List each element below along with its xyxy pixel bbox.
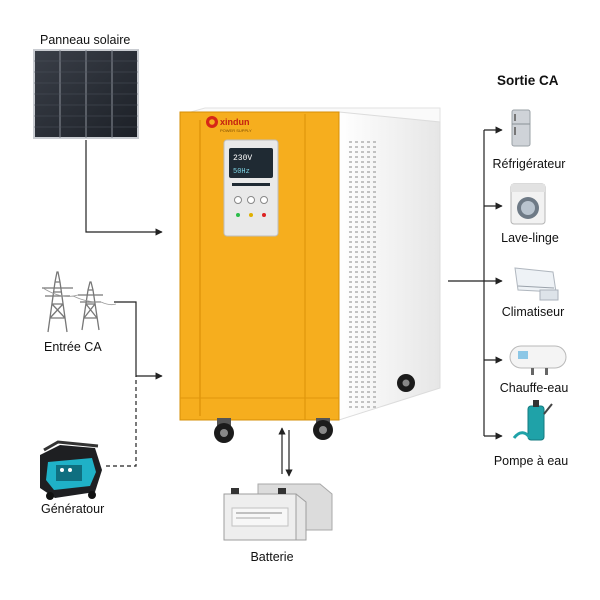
- water-heater-icon: [509, 345, 567, 375]
- grid-input-label: Entrée CA: [44, 340, 102, 354]
- inverter-cabinet: 230V 50Hz xindun POWER SUPPLY: [179, 107, 441, 443]
- caster-wheels: [214, 374, 415, 443]
- air-conditioner-icon: [514, 267, 559, 301]
- generator-label: Génératour: [41, 502, 105, 516]
- display-line2: 50Hz: [233, 168, 250, 176]
- display-line1: 230V: [233, 154, 252, 163]
- transmission-tower-icon: [42, 271, 117, 333]
- device-label-water-pump: Pompe à eau: [493, 454, 569, 468]
- solar-panel-label: Panneau solaire: [40, 33, 131, 47]
- battery-label: Batterie: [250, 550, 294, 564]
- water-pump-icon: [512, 400, 553, 441]
- device-label-water-heater: Chauffe-eau: [499, 381, 569, 395]
- generator-icon: [40, 440, 102, 500]
- device-label-washing-machine: Lave-linge: [501, 231, 559, 245]
- svg-text:xindun: xindun: [220, 117, 250, 127]
- battery-icon: [223, 483, 333, 541]
- connection-lines: [85, 126, 503, 477]
- device-label-air-conditioner: Climatiseur: [501, 305, 565, 319]
- brand-logo: xindun POWER SUPPLY: [206, 116, 252, 133]
- svg-text:POWER SUPPLY: POWER SUPPLY: [220, 128, 252, 133]
- ac-output-title: Sortie CA: [497, 73, 559, 88]
- solar-panel-icon: [33, 49, 139, 139]
- fridge-icon: [511, 109, 531, 147]
- washing-machine-icon: [510, 183, 546, 225]
- device-label-fridge: Réfrigérateur: [492, 157, 566, 171]
